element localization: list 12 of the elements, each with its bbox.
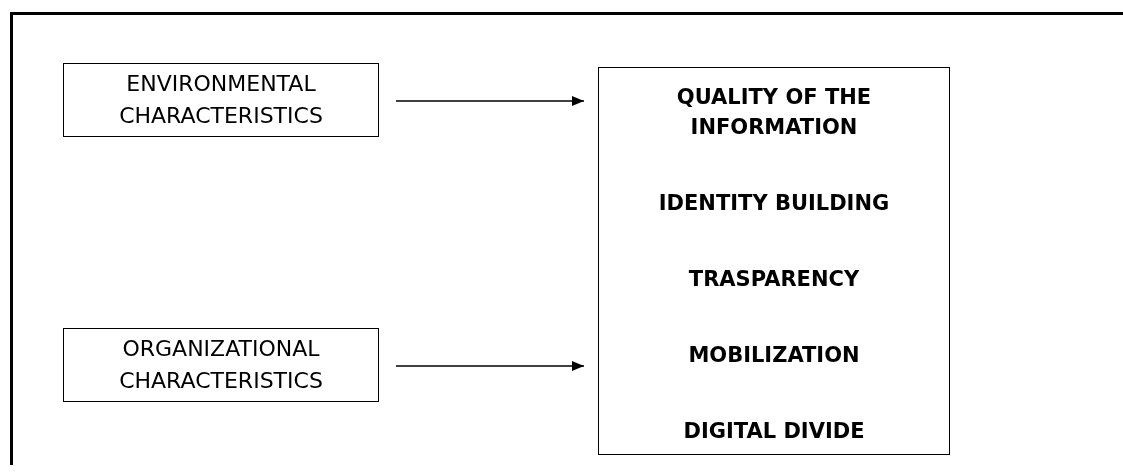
factor-label: ENVIRONMENTAL CHARACTERISTICS: [118, 70, 324, 130]
factor-label: ORGANIZATIONAL CHARACTERISTICS: [118, 335, 324, 395]
outcome-box: [598, 67, 950, 455]
arrow: [395, 96, 585, 106]
outcome-label: DIGITAL DIVIDE: [683, 417, 865, 445]
outcome-label: IDENTITY BUILDING: [658, 190, 890, 218]
outcome-label: TRASPARENCY: [688, 266, 860, 293]
factor-box: [63, 63, 379, 137]
factor-box: [63, 328, 379, 402]
outcome-label: MOBILIZATION: [688, 341, 860, 369]
arrow: [395, 361, 585, 371]
outcome-label: QUALITY OF THE INFORMATION: [675, 84, 873, 142]
